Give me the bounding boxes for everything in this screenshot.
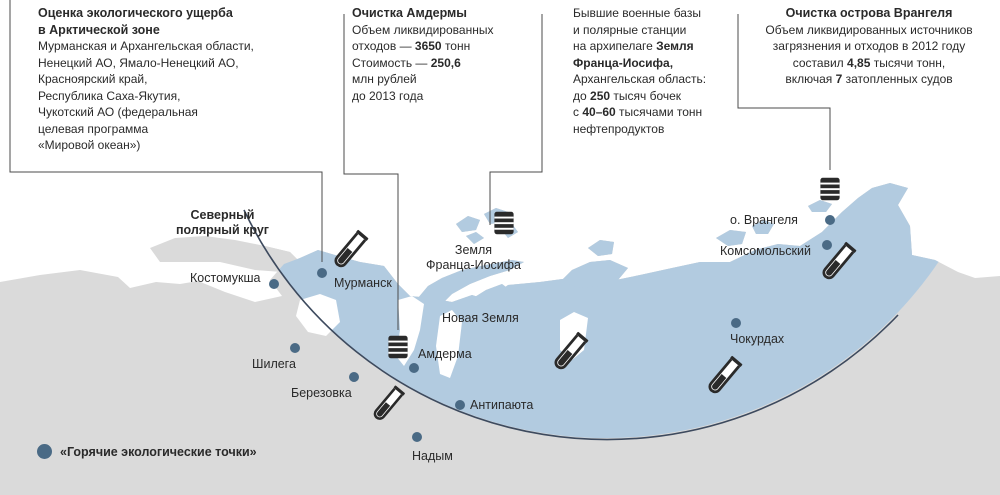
- callout-wrangel: Очистка острова Врангеля Объем ликвидиро…: [746, 5, 992, 88]
- callout-amderma-title: Очистка Амдермы: [352, 6, 467, 20]
- callout-amderma-line: Объем ликвидированных: [352, 22, 494, 37]
- callout-amderma-line: отходов — 3650 тонн: [352, 39, 471, 53]
- callout-wrangel-line: Объем ликвидированных источников: [765, 22, 973, 37]
- callout-damage-line: Красноярский край,: [38, 72, 148, 86]
- dot-wrangel: [825, 215, 835, 225]
- dot-berezovka: [349, 372, 359, 382]
- callout-damage-assessment: Оценка экологического ущерба в Арктическ…: [38, 5, 254, 154]
- callout-wrangel-line: составил 4,85 тысячи тонн,: [792, 55, 946, 70]
- callout-bases-line: Архангельская область:: [573, 72, 707, 86]
- callout-bases-line: Бывшие военные базы: [573, 6, 701, 20]
- label-novaya-zemlya: Новая Земля: [442, 311, 519, 325]
- callout-wrangel-line: загрязнения и отходов в 2012 году: [772, 39, 966, 53]
- label-shilega: Шилега: [252, 357, 296, 371]
- label-wrangel: о. Врангеля: [730, 213, 798, 227]
- dot-antipayuta: [455, 400, 465, 410]
- callout-amderma: Очистка Амдермы Объем ликвидированных от…: [352, 5, 493, 104]
- dot-shilega: [290, 343, 300, 353]
- callout-bases-line: и полярные станции: [573, 22, 687, 37]
- label-komsomolsky: Комсомольский: [720, 244, 811, 258]
- label-franz-josef-land: Земля Франца-Иосифа: [426, 243, 521, 272]
- callout-damage-line: Ненецкий АО, Ямало-Ненецкий АО,: [38, 55, 239, 70]
- callout-amderma-line: Стоимость — 250,6: [352, 55, 461, 70]
- callout-bases-line: на архипелаге Земля: [573, 39, 694, 53]
- callout-amderma-line: до 2013 года: [352, 88, 424, 103]
- label-berezovka: Березовка: [291, 386, 352, 400]
- oil-barrel-icon: [494, 211, 514, 235]
- label-murmansk: Мурманск: [334, 276, 392, 290]
- oil-barrel-icon: [388, 335, 408, 359]
- callout-wrangel-title: Очистка острова Врангеля: [785, 6, 953, 20]
- label-nadym: Надым: [412, 449, 453, 463]
- hotspot-dots: [269, 215, 835, 442]
- arctic-circle-label: Северный полярный круг: [176, 208, 270, 237]
- legend: «Горячие экологические точки»: [37, 444, 257, 459]
- label-antipayuta: Антипаюта: [470, 398, 534, 412]
- dot-kostomuksha: [269, 279, 279, 289]
- dot-komsomolsky: [822, 240, 832, 250]
- label-kostomuksha: Костомукша: [190, 271, 261, 285]
- label-amderma: Амдерма: [418, 347, 472, 361]
- callout-bases-line: до 250 тысяч бочек: [573, 88, 682, 103]
- callout-damage-line: Республика Саха-Якутия,: [38, 88, 181, 103]
- callout-military-bases: Бывшие военные базы и полярные станции н…: [573, 5, 706, 137]
- dot-chokurdakh: [731, 318, 741, 328]
- dot-murmansk: [317, 268, 327, 278]
- arctic-circle-line: [243, 209, 899, 441]
- callout-damage-line: целевая программа: [38, 121, 149, 136]
- dot-amderma: [409, 363, 419, 373]
- dot-nadym: [412, 432, 422, 442]
- label-chokurdakh: Чокурдах: [730, 332, 785, 346]
- callout-amderma-line: млн рублей: [352, 72, 417, 86]
- callout-damage-line: Чукотский АО (федеральная: [38, 105, 198, 119]
- callout-damage-title-2: в Арктической зоне: [38, 22, 160, 37]
- callout-damage-line: Мурманская и Архангельская области,: [38, 39, 254, 53]
- legend-dot-icon: [37, 444, 52, 459]
- callout-bases-line: с 40–60 тысячами тонн: [573, 105, 703, 119]
- leader-lines: [9, 0, 831, 330]
- callout-bases-line: Франца-Иосифа,: [573, 55, 674, 70]
- callout-bases-line: нефтепродуктов: [573, 121, 665, 136]
- oil-barrel-icon: [820, 177, 840, 201]
- callout-wrangel-line: включая 7 затопленных судов: [785, 72, 953, 86]
- callout-damage-title-1: Оценка экологического ущерба: [38, 6, 233, 20]
- callout-damage-line: «Мировой океан»): [38, 138, 141, 152]
- legend-label: «Горячие экологические точки»: [60, 444, 257, 459]
